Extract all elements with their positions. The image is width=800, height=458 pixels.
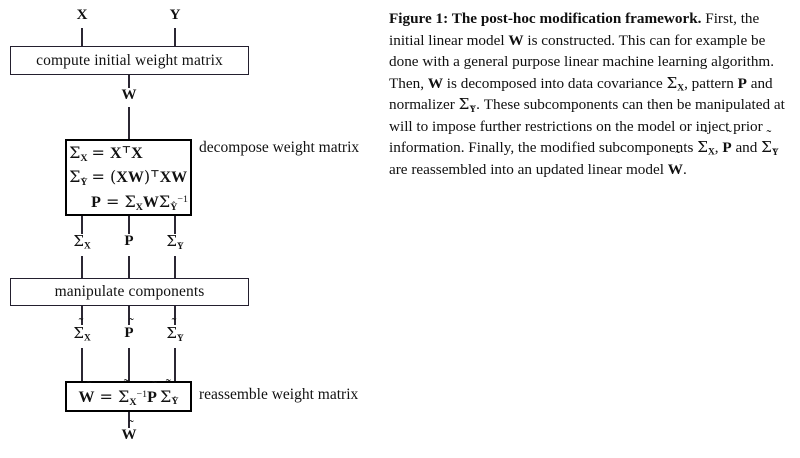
connector-y-to-compute xyxy=(174,28,176,47)
wire-label-w: W xyxy=(119,87,139,103)
caption-text-1: First, the initial linear model xyxy=(389,10,760,49)
wire-label-sigma-yhat: Σ̂Y xyxy=(164,232,186,252)
connector-manipulate-sigma-yhat-tilde xyxy=(174,306,176,325)
box-decompose-weight-matrix: ΣX = X⊤X Σ̂Y = (XW)⊤XW P = ΣXWΣ̂Y−1 xyxy=(65,139,192,216)
box-reassemble-weight-matrix: ̃W = ̃ΣX−1̃P ̃Σ̂Y xyxy=(65,381,192,412)
caption-text-8: and xyxy=(731,139,762,157)
caption-math-sigma-yhat-tilde: ̃Σ̂Y xyxy=(761,138,779,159)
box-manipulate-components: manipulate components xyxy=(10,278,249,306)
caption-text-6: . These subcomponents can then be manipu… xyxy=(389,96,785,157)
caption-math-sigma-yhat: Σ̂Y xyxy=(458,95,477,115)
caption-text-9: are reassembled into an updated linear m… xyxy=(389,161,668,179)
caption-text-10: . xyxy=(682,161,687,179)
decompose-equations: ΣX = X⊤X Σ̂Y = (XW)⊤XW P = ΣXWΣ̂Y−1 xyxy=(59,138,198,217)
wire-label-p-tilde: ̃P xyxy=(122,325,136,341)
caption-text-4: , pattern xyxy=(684,74,738,92)
connector-sigma-x-tilde-to-reassemble xyxy=(81,348,83,381)
connector-p-to-manipulate xyxy=(128,256,130,278)
connector-w-to-decompose xyxy=(128,107,130,139)
caption-math-w-1: W xyxy=(508,31,524,49)
connector-decompose-sigma-yhat xyxy=(174,216,176,236)
caption-heading: Figure 1: The post-hoc modification fram… xyxy=(389,10,702,27)
input-label-y: Y xyxy=(167,7,183,23)
caption-text-2: is constructed. This can for example be … xyxy=(389,31,775,92)
caption-math-w-tilde: ̃W xyxy=(667,161,683,179)
caption-text-3: is decomposed into data covariance xyxy=(443,74,667,92)
box-compute-label: compute initial weight matrix xyxy=(36,51,223,69)
wire-label-p: P xyxy=(122,233,136,249)
wire-label-sigma-x-tilde: ̃ΣX xyxy=(71,324,93,344)
connector-manipulate-sigma-x-tilde xyxy=(81,306,83,325)
connector-reassemble-to-w-tilde xyxy=(128,412,130,429)
connector-sigma-yhat-tilde-to-reassemble xyxy=(174,348,176,381)
equation-sigma-x: ΣX = X⊤X xyxy=(69,142,143,164)
side-note-reassemble: reassemble weight matrix xyxy=(199,386,359,403)
wire-label-sigma-yhat-tilde: ̃Σ̂Y xyxy=(164,324,186,344)
caption-math-p-tilde: ̃P xyxy=(722,139,732,157)
caption-math-w-2: W xyxy=(427,74,443,92)
caption-text-7: , xyxy=(714,139,723,157)
caption-math-p: P xyxy=(737,74,747,92)
caption-text-5: and normalizer xyxy=(389,74,773,114)
box-compute-initial-weight-matrix: compute initial weight matrix xyxy=(10,46,249,75)
equation-sigma-yhat: Σ̂Y = (XW)⊤XW xyxy=(69,167,188,189)
connector-decompose-sigma-x xyxy=(81,216,83,236)
connector-sigma-yhat-to-manipulate xyxy=(174,256,176,278)
caption-math-sigma-x-tilde: ̃ΣX xyxy=(697,138,715,159)
caption-math-sigma-x: ΣX xyxy=(666,73,685,94)
figure-caption: Figure 1: The post-hoc modification fram… xyxy=(389,8,793,181)
box-manipulate-label: manipulate components xyxy=(54,283,205,301)
connector-manipulate-p-tilde xyxy=(128,306,130,325)
equation-reassemble: ̃W = ̃ΣX−1̃P ̃Σ̂Y xyxy=(78,386,179,408)
wire-label-sigma-x: ΣX xyxy=(71,232,93,252)
connector-sigma-x-to-manipulate xyxy=(81,256,83,278)
connector-p-tilde-to-reassemble xyxy=(128,348,130,381)
connector-compute-to-w xyxy=(128,75,130,93)
input-label-x: X xyxy=(74,7,90,23)
connector-decompose-p xyxy=(128,216,130,236)
equation-pattern: P = ΣXWΣ̂Y−1 xyxy=(91,191,188,213)
flowchart-diagram: X Y compute initial weight matrix W ΣX =… xyxy=(0,0,385,458)
side-note-decompose: decompose weight matrix xyxy=(199,139,360,156)
connector-x-to-compute xyxy=(81,28,83,47)
output-label-w-tilde: ̃W xyxy=(119,427,139,443)
